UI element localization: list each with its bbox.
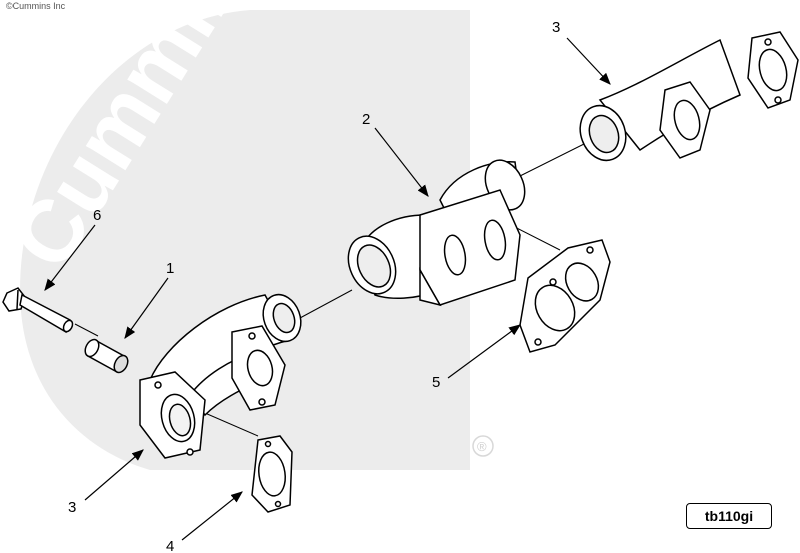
- callout-4: 4: [166, 538, 174, 553]
- callout-3-lower: 3: [68, 499, 76, 516]
- leader-arrows: [44, 37, 611, 541]
- manifold-section-part-3-lower: [139, 293, 302, 459]
- figure-id-label: tb110gi: [686, 503, 772, 529]
- callout-5: 5: [432, 374, 440, 391]
- callout-1: 1: [166, 260, 174, 277]
- spacer-part-1: [84, 338, 129, 374]
- gasket-part-5: [519, 239, 611, 353]
- bolt-part-6: [2, 287, 74, 334]
- callout-3-upper: 3: [552, 19, 560, 36]
- manifold-center-part-2: [347, 159, 526, 307]
- manifold-section-part-3-upper: [579, 31, 799, 162]
- callout-6: 6: [93, 207, 101, 224]
- registered-mark: ®: [477, 439, 487, 454]
- gasket-part-4: [251, 435, 293, 513]
- callout-2: 2: [362, 111, 370, 128]
- copyright-notice: ©Cummins Inc: [6, 1, 66, 11]
